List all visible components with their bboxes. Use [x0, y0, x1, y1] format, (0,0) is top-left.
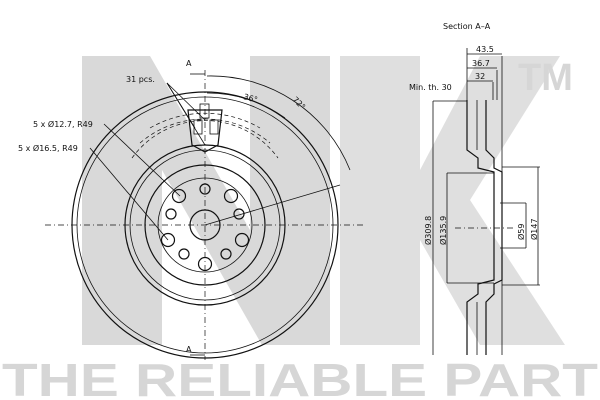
bolt-holes	[160, 183, 250, 272]
section-mark-bottom: A	[186, 345, 192, 354]
vanes-label: 31 pcs.	[126, 75, 155, 84]
section-view: Section A–A 43.5 36.7 32 Min. th. 30 Ø30…	[409, 22, 540, 355]
section-title: Section A–A	[443, 22, 491, 31]
dim-36-7: 36.7	[472, 59, 490, 68]
holes-small-label: 5 x Ø12.7, R49	[33, 119, 93, 129]
dim-32: 32	[475, 72, 485, 81]
dim-bore-dia: Ø59	[516, 224, 526, 240]
slogan-text: THE RELIABLE PART	[2, 354, 598, 400]
holes-large-label: 5 x Ø16.5, R49	[18, 143, 78, 153]
min-thickness-label: Min. th. 30	[409, 83, 452, 92]
angle-36-label: 36°	[242, 92, 258, 104]
nk-logo-watermark: TM THE RELIABLE PART	[2, 56, 598, 400]
dim-hat-dia: Ø135.9	[438, 216, 448, 245]
dim-43-5: 43.5	[476, 45, 494, 54]
section-mark-top: A	[186, 59, 192, 68]
front-view: A A 31 pcs. 5 x Ø12.7, R49 5 x Ø16.5, R4…	[18, 59, 365, 360]
trademark-text: TM	[518, 57, 573, 99]
dim-outer-dia: Ø309.8	[423, 216, 433, 245]
dim-hat-outer-dia: Ø147	[529, 218, 539, 240]
